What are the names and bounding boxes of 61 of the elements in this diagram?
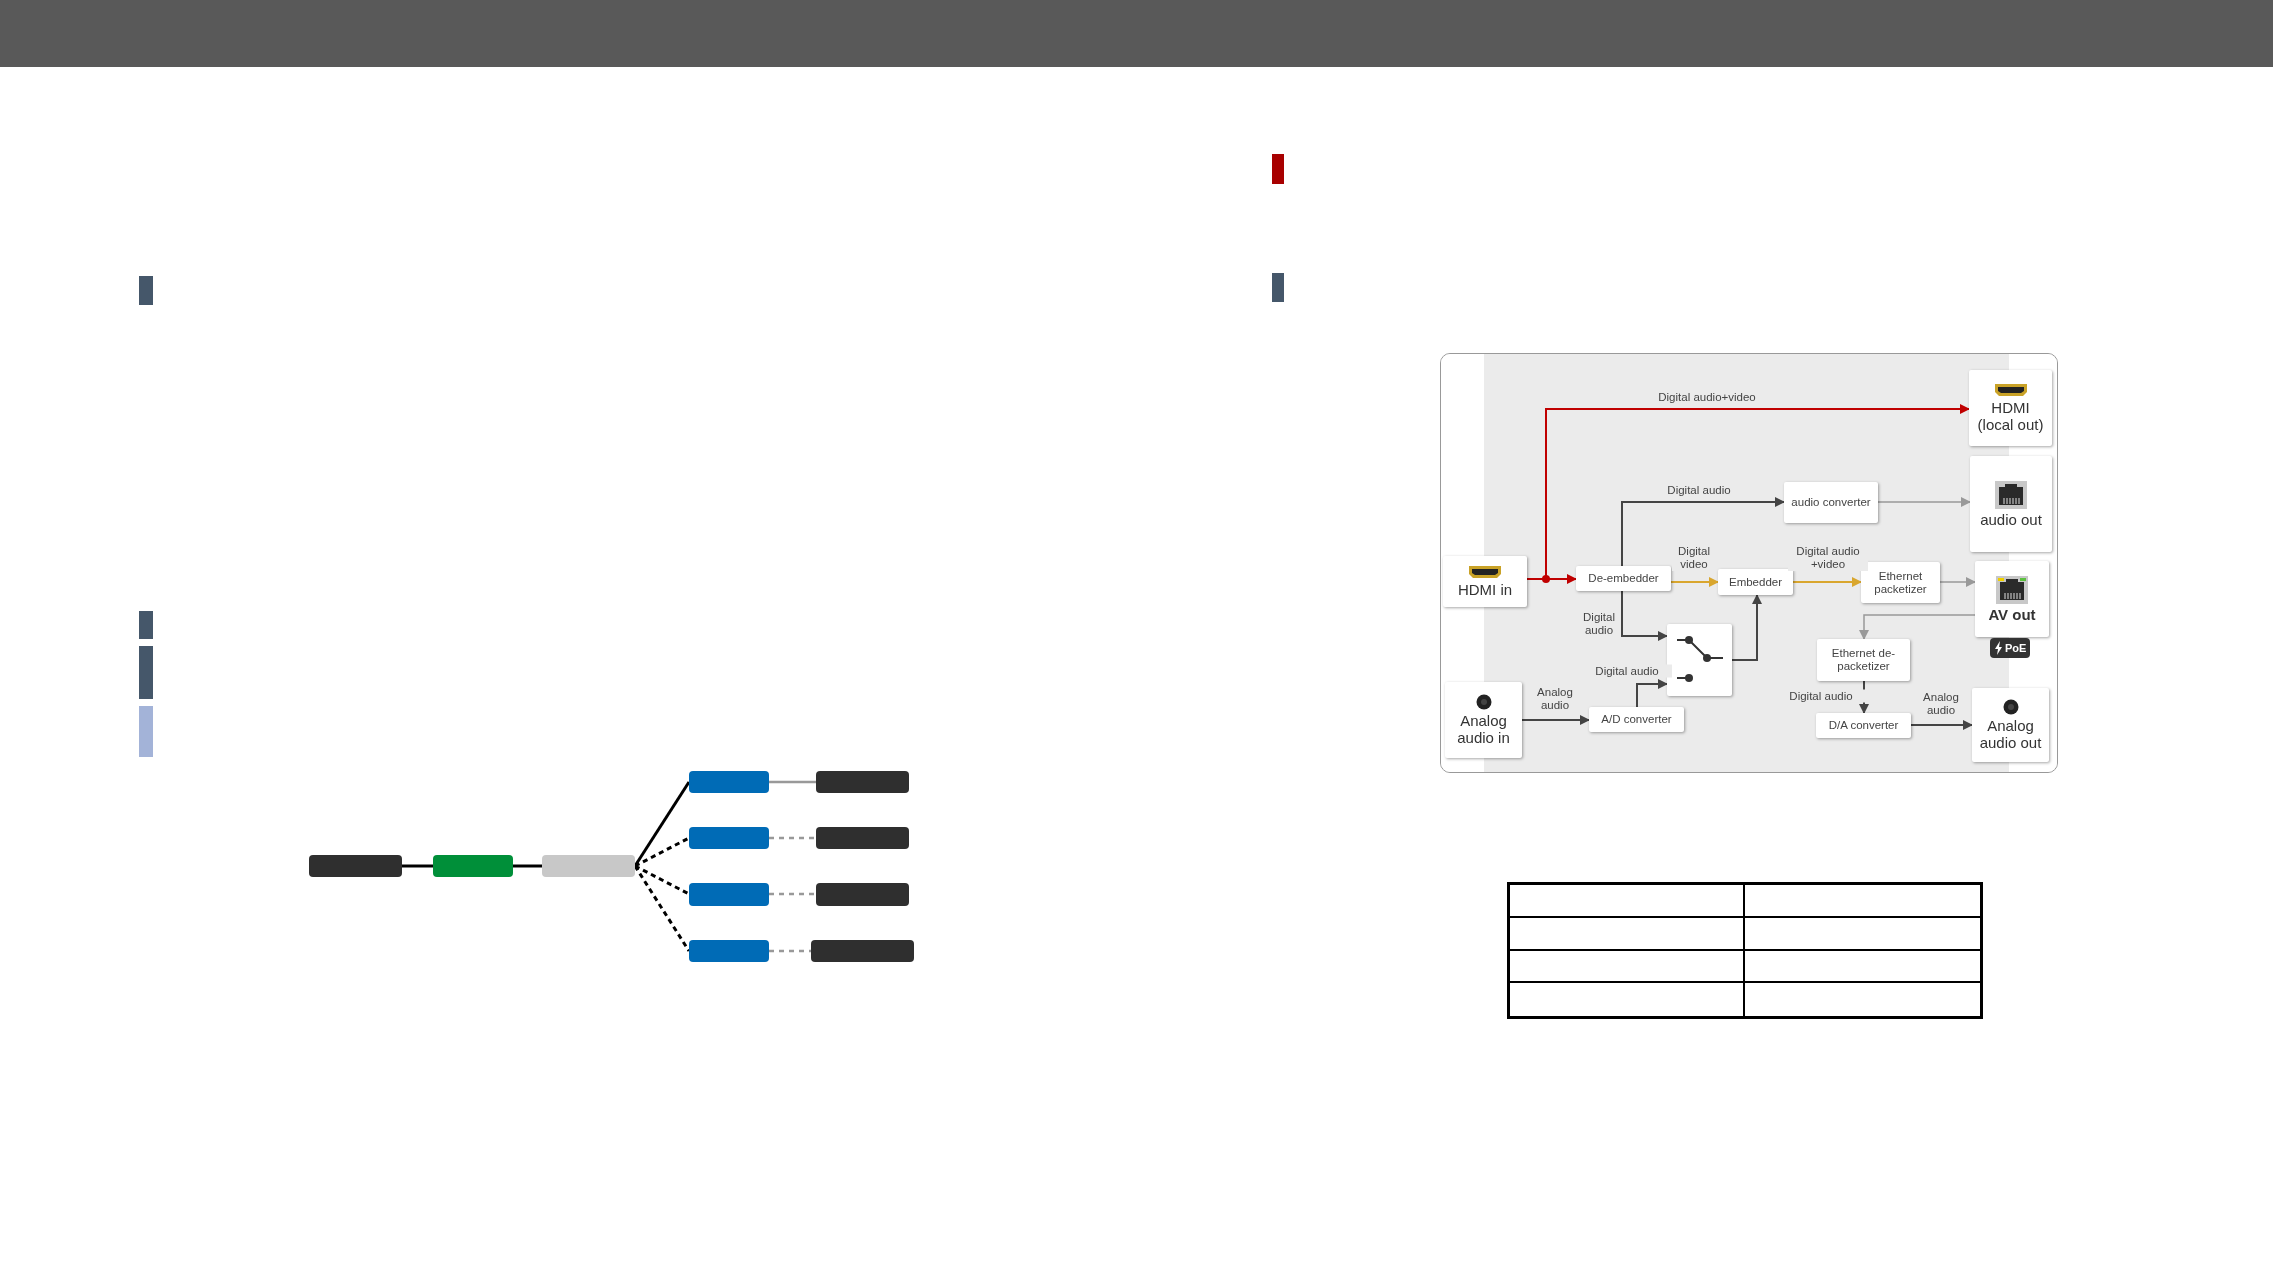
port-box: [1443, 556, 1527, 607]
port-box: [1445, 682, 1522, 758]
connector-line: [513, 864, 542, 868]
process-box: [1576, 566, 1671, 591]
edge-label: Digital audio +video: [1788, 545, 1868, 571]
arrow: [1859, 614, 1976, 640]
device-box: [689, 883, 769, 906]
arrow: [1877, 497, 1971, 507]
device-box: [816, 883, 909, 906]
arrow: [1621, 497, 1785, 567]
connector-line: [633, 781, 691, 867]
arrow: [1939, 577, 1976, 587]
device-box: [689, 940, 769, 962]
process-box: [1784, 482, 1878, 523]
arrow: [1670, 577, 1719, 587]
node-label: AV out: [1987, 605, 2037, 623]
connector-line: [634, 836, 690, 868]
process-box: [1816, 713, 1911, 738]
node-label: audio out: [1979, 510, 2043, 528]
node-label: De-embedder: [1587, 572, 1660, 585]
arrow: [1621, 590, 1668, 641]
node-label: Analog audio out: [1978, 717, 2043, 751]
node-label: D/A converter: [1827, 719, 1900, 732]
connector-line: [402, 864, 433, 868]
node-label: Ethernet packetizer: [1873, 569, 1928, 596]
port-box: [1970, 456, 2052, 552]
node-label: Embedder: [1727, 575, 1784, 589]
process-box: [1718, 569, 1793, 595]
connector-line: [633, 865, 691, 952]
port-box: [1969, 370, 2052, 446]
badge-label: PoE: [2005, 642, 2027, 654]
node-label: audio converter: [1790, 496, 1872, 509]
connector-line: [634, 864, 690, 896]
process-box: [1589, 707, 1684, 732]
device-box: [816, 827, 909, 849]
connector-line: [769, 836, 816, 840]
device-box: [811, 940, 914, 962]
arrow: [1636, 679, 1668, 708]
device-box: [309, 855, 402, 877]
node-label: HDMI (local out): [1976, 399, 2045, 433]
device-box: [689, 771, 769, 793]
arrow: [1731, 594, 1762, 661]
port-box: [1975, 561, 2049, 637]
arrow: [1910, 720, 1973, 730]
node-label: Ethernet de-packetizer: [1830, 647, 1897, 673]
node-label: HDMI in: [1456, 581, 1514, 598]
process-box: [1817, 639, 1910, 681]
connector-line: [769, 949, 811, 953]
connector-line: [769, 892, 816, 896]
arrow: [1792, 577, 1862, 587]
switch-box: [1667, 624, 1732, 696]
port-box: [1972, 688, 2049, 762]
node-label: Analog audio in: [1456, 712, 1511, 746]
process-box: [1861, 562, 1940, 603]
arrow: [1521, 715, 1590, 725]
device-box: [816, 771, 909, 793]
device-box: [433, 855, 513, 877]
device-box: [542, 855, 635, 877]
node-label: A/D converter: [1600, 713, 1673, 726]
connector-line: [769, 780, 816, 784]
device-box: [689, 827, 769, 849]
